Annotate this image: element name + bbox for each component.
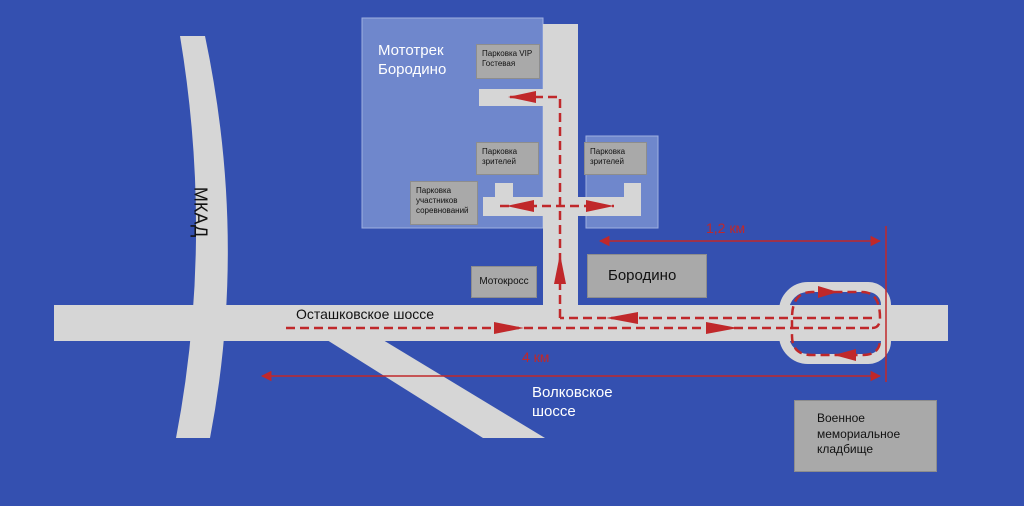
distance-markers: [260, 226, 887, 382]
spectators-parking-label-right: Парковка зрителей: [584, 142, 647, 175]
borodino-label: Бородино: [587, 254, 707, 298]
volkovskoe-line1: Волковское: [532, 384, 613, 401]
vip-parking-line1: Парковка VIP: [482, 49, 533, 58]
arrow-right: [494, 322, 524, 334]
cemetery-line3: кладбище: [817, 442, 874, 457]
spectators-right-line1: Парковка: [590, 147, 626, 156]
distance-label-short: 1,2 км: [706, 220, 746, 236]
route-arrows: [494, 91, 856, 361]
participants-line1: Парковка: [416, 186, 452, 195]
spectators-right-line2: зрителей: [590, 157, 624, 166]
volkovskoe-line2: шоссе: [532, 402, 576, 420]
route-loop: [790, 290, 882, 357]
vip-parking-label: Парковка VIP Гостевая: [476, 44, 540, 79]
volkovskoe-label: Волковское шоссе: [532, 384, 613, 422]
vip-parking-line2: Гостевая: [482, 59, 516, 68]
ostashkovskoe-label: Осташковское шоссе: [296, 306, 435, 322]
cemetery-line2: мемориальное: [817, 426, 901, 441]
u-turn-loop: [779, 282, 891, 364]
participants-parking-label: Парковка участников соревнований: [410, 181, 478, 225]
arrow-up: [554, 254, 566, 284]
participants-line2: участников: [416, 196, 458, 205]
mkad-label: МКАД: [190, 186, 211, 238]
spectators-left-line2: зрителей: [482, 157, 516, 166]
arrow-left: [606, 312, 638, 324]
ostashkovskoe-road: [54, 305, 948, 341]
spectators-left-line1: Парковка: [482, 147, 518, 156]
distance-label-long: 4 км: [522, 349, 550, 365]
spectators-parking-label-left: Парковка зрителей: [476, 142, 539, 175]
venue-title-line2: Бородино: [378, 60, 447, 78]
participants-line3: соревнований: [416, 206, 469, 215]
volkovskoe-road: [327, 340, 545, 438]
cemetery-label: Военное мемориальное кладбище: [794, 400, 937, 472]
arrow-right: [706, 322, 738, 334]
venue-title-line1: Мототрек: [378, 42, 444, 59]
venue-title: Мототрек Бородино: [378, 42, 446, 80]
arrow-left: [834, 349, 856, 361]
arrow-right: [818, 286, 838, 298]
cemetery-line1: Военное: [817, 411, 865, 425]
motocross-label: Мотокросс: [471, 266, 537, 298]
arrow-left: [506, 200, 534, 212]
arrow-left: [508, 91, 536, 103]
arrow-right: [586, 200, 614, 212]
